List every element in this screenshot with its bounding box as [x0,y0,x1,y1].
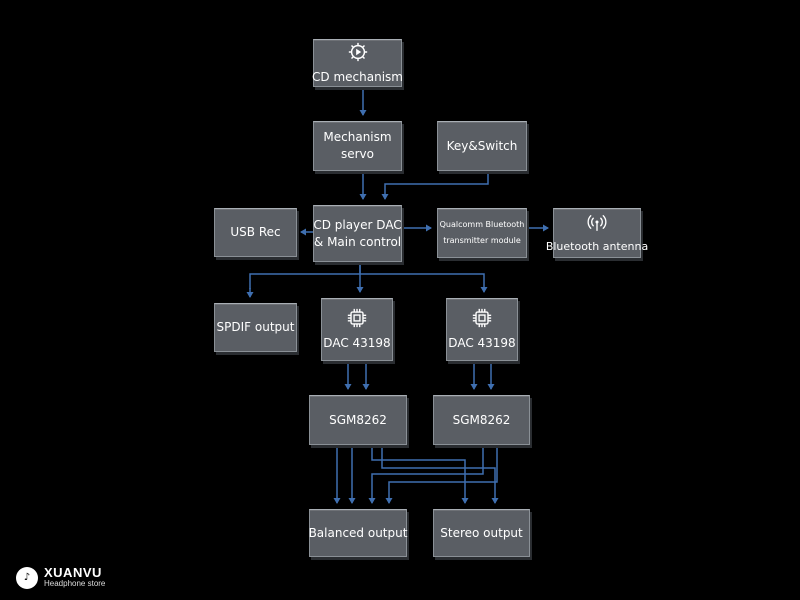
main-control-node: CD player DAC & Main control [313,205,402,262]
watermark-logo: ♪ XUANVU Headphone store [16,566,105,589]
balanced-output-node: Balanced output [309,509,407,557]
main-control-label-line2: & Main control [313,234,402,249]
dac-left-node: DAC 43198 [321,298,393,361]
headphone-logo-icon: ♪ [16,566,38,589]
bluetooth-module-label-line2: transmitter module [443,236,521,245]
sgm-left-label: SGM8262 [329,412,387,427]
cd-mechanism-node: CD mechanism [312,39,403,87]
dac-right-label: DAC 43198 [448,336,516,350]
key-switch-label: Key&Switch [446,138,518,153]
bluetooth-antenna-node: Bluetooth antenna [546,208,648,258]
gear-play-icon [347,41,369,68]
bluetooth-antenna-label: Bluetooth antenna [545,239,649,253]
bluetooth-module-node: Qualcomm Bluetooth transmitter module [437,208,527,258]
antenna-icon [587,212,607,237]
main-control-label-line1: CD player DAC [313,217,402,232]
stereo-output-label: Stereo output [440,525,523,540]
dac-left-label: DAC 43198 [323,336,391,350]
usb-rec-node: USB Rec [214,208,297,257]
sgm-right-label: SGM8262 [452,412,511,427]
balanced-output-label: Balanced output [308,525,408,540]
sgm-right-node: SGM8262 [433,395,530,445]
chip-icon [346,307,368,334]
key-switch-node: Key&Switch [437,121,527,171]
spdif-output-label: SPDIF output [216,320,295,334]
mechanism-servo-label-line2: servo [340,147,374,161]
chip-icon [471,307,493,334]
mechanism-servo-node: Mechanism servo [313,121,402,171]
spdif-output-node: SPDIF output [214,303,297,352]
bluetooth-module-label-line1: Qualcomm Bluetooth [439,220,525,229]
dac-right-node: DAC 43198 [446,298,518,361]
watermark-tagline: Headphone store [44,579,106,588]
stereo-output-node: Stereo output [433,509,530,557]
usb-rec-label: USB Rec [230,225,281,239]
cd-mechanism-label: CD mechanism [312,69,403,84]
sgm-left-node: SGM8262 [309,395,407,445]
watermark-brand: XUANVU [44,565,102,580]
mechanism-servo-label-line1: Mechanism [323,130,392,144]
